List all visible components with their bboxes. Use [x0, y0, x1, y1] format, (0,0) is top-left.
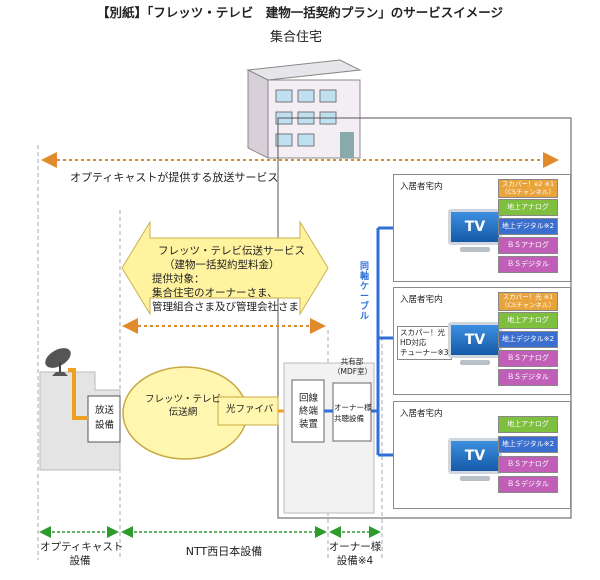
- owner-label-line: 設備※4: [336, 555, 374, 567]
- headend-label: 放送 設備: [95, 403, 114, 433]
- tuner-line: スカパー！光: [400, 328, 445, 337]
- broadcast-service-label: オプティキャストが提供する放送サービス: [70, 171, 279, 184]
- channel-chip: ＢＳアナログ: [498, 456, 558, 473]
- resident-room-2: 入居者宅内 スカパー！光 HD対応 チューナー※3 TV スカパー！光 ※1（C…: [393, 287, 571, 395]
- owner-equipment-bottom-label: オーナー様 設備※4: [326, 540, 384, 568]
- owner-equipment-line: オーナー様: [334, 403, 372, 412]
- onu-label: 回線 終端 装置: [299, 392, 318, 431]
- flets-network-line: 伝送網: [168, 407, 198, 418]
- onu-label-line: 終端: [299, 406, 319, 417]
- flets-network-line: フレッツ・テレビ: [144, 394, 221, 405]
- mdf-label-line: 共有部: [340, 357, 364, 366]
- tv-icon: TV: [448, 438, 502, 474]
- ntt-equipment-label: NTT西日本設備: [185, 545, 263, 558]
- channel-chip: スカパー！e2 ※1（CSチャンネル）: [498, 179, 558, 198]
- flets-service-line: 管理組合さま及び管理会社さま: [152, 301, 299, 313]
- tv-icon: TV: [448, 209, 502, 245]
- room-label: 入居者宅内: [400, 409, 443, 419]
- channel-chip: ＢＳアナログ: [498, 237, 558, 254]
- opticast-label-line: 設備: [69, 555, 91, 567]
- coax-cable-label: 同軸ケーブル: [360, 262, 370, 322]
- mdf-label: 共有部 （MDF室）: [333, 357, 373, 377]
- channel-chip: 地上アナログ: [498, 199, 558, 216]
- flets-service-line: フレッツ・テレビ伝送サービス: [158, 245, 305, 257]
- opticast-label-line: オプティキャスト: [40, 541, 124, 553]
- tv-icon: TV: [448, 322, 502, 358]
- flets-service-line: 集合住宅のオーナーさま、: [152, 287, 278, 299]
- headend-label-line: 放送: [95, 405, 115, 416]
- channel-chip: ＢＳデジタル※1※2: [498, 369, 558, 386]
- tv-stand: [460, 247, 490, 252]
- apartment-building-icon: [246, 59, 362, 159]
- flets-network-label: フレッツ・テレビ 伝送網: [143, 393, 223, 419]
- room-label: 入居者宅内: [400, 295, 443, 305]
- channel-chip: スカパー！光 ※1（CSチャンネル）: [498, 292, 558, 311]
- owner-equipment-line: 共聴設備: [334, 414, 364, 423]
- tv-stand: [460, 360, 490, 365]
- owner-equipment-label: オーナー様 共聴設備: [334, 402, 372, 424]
- flets-service-line: （建物一括契約型料金）: [164, 259, 280, 271]
- diagram-title: 【別紙】「フレッツ・テレビ 建物一括契約プラン」のサービスイメージ: [96, 5, 503, 20]
- tuner-line: HD対応: [400, 338, 427, 347]
- fiber-label: 光ファイバ: [226, 404, 274, 415]
- onu-label-line: 回線: [299, 393, 319, 404]
- channel-chip: ＢＳアナログ: [498, 350, 558, 367]
- headend-label-line: 設備: [95, 420, 115, 431]
- mdf-label-line: （MDF室）: [333, 367, 373, 376]
- flets-service-line: 提供対象：: [152, 273, 205, 285]
- resident-room-1: 入居者宅内 TV スカパー！e2 ※1（CSチャンネル） 地上アナログ 地上デジ…: [393, 174, 571, 282]
- opticast-equipment-label: オプティキャスト 設備: [40, 540, 124, 568]
- resident-room-3: 入居者宅内 TV 地上アナログ 地上デジタル※2 ＢＳアナログ ＢＳデジタル※1…: [393, 401, 571, 509]
- hd-tuner-label: スカパー！光 HD対応 チューナー※3: [397, 326, 452, 360]
- tv-stand: [460, 476, 490, 481]
- channel-chip: 地上デジタル※2: [498, 331, 558, 348]
- tuner-line: チューナー※3: [400, 348, 449, 357]
- owner-label-line: オーナー様: [328, 541, 382, 553]
- channel-chip: 地上デジタル※2: [498, 218, 558, 235]
- channel-chip: 地上デジタル※2: [498, 436, 558, 453]
- room-label: 入居者宅内: [400, 182, 443, 192]
- building-label: 集合住宅: [270, 30, 323, 45]
- flets-service-text: フレッツ・テレビ伝送サービス （建物一括契約型料金） 提供対象： 集合住宅のオー…: [152, 244, 305, 314]
- onu-label-line: 装置: [299, 419, 319, 430]
- channel-chip: 地上アナログ: [498, 416, 558, 433]
- channel-chip: 地上アナログ: [498, 312, 558, 329]
- channel-chip: ＢＳデジタル※1※2: [498, 256, 558, 273]
- channel-chip: ＢＳデジタル※1※2: [498, 476, 558, 493]
- satellite-dish-icon: [45, 348, 71, 376]
